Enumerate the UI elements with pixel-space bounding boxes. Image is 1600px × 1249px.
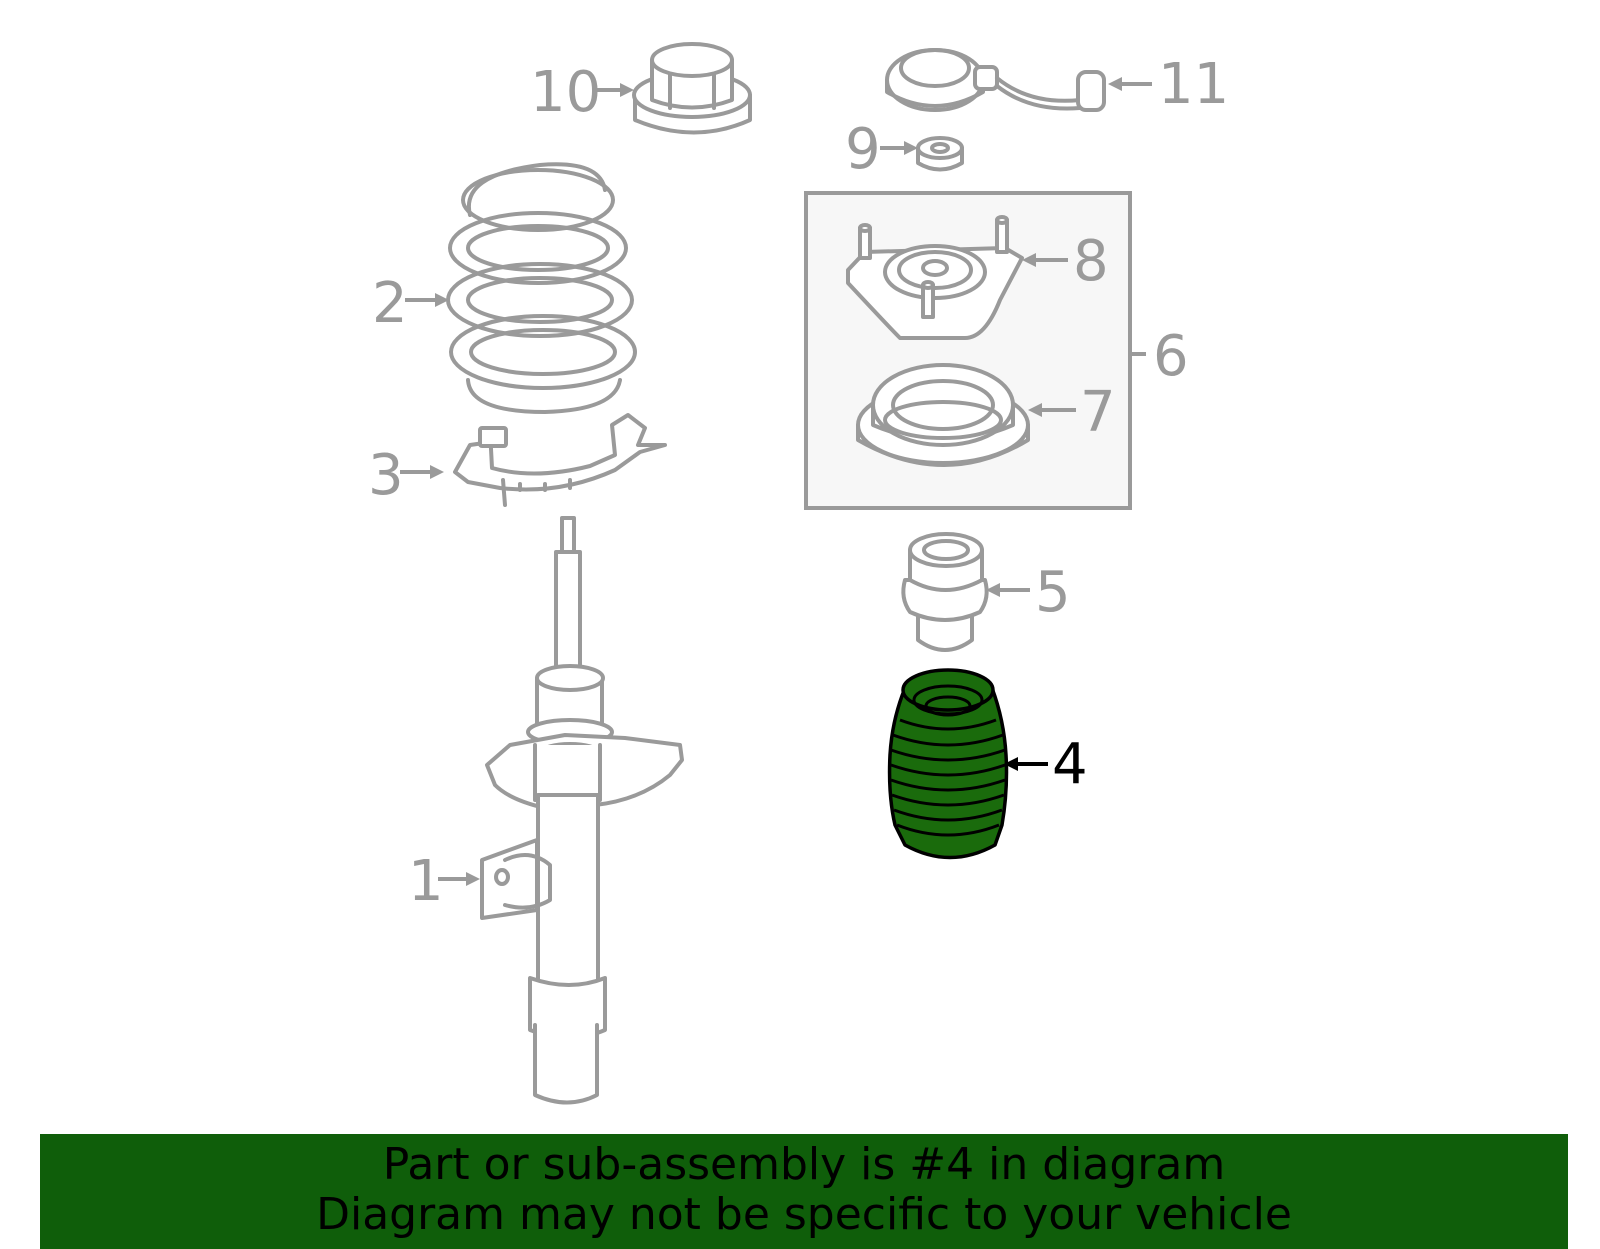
callout-3: 3 [368, 443, 404, 508]
callout-11: 11 [1158, 52, 1229, 117]
part-9-nut [916, 136, 964, 172]
part-11-sensor [885, 48, 1106, 112]
part-1-strut [480, 516, 684, 1105]
info-banner: Part or sub-assembly is #4 in diagram Di… [40, 1134, 1568, 1249]
callout-5-arrow [986, 583, 1030, 597]
callout-10: 10 [530, 60, 601, 125]
callout-3-arrow [400, 465, 444, 479]
callout-7-arrow [1028, 403, 1076, 417]
callout-9-arrow [880, 141, 918, 155]
part-2-coil-spring [446, 162, 637, 414]
part-5-bump-stop [901, 532, 989, 652]
callout-11-arrow [1108, 77, 1152, 91]
part-7-bearing [856, 363, 1030, 467]
banner-line-2: Diagram may not be specific to your vehi… [316, 1189, 1292, 1240]
callout-6: 6 [1153, 324, 1189, 389]
banner-line-1: Part or sub-assembly is #4 in diagram [382, 1139, 1226, 1190]
callout-2: 2 [372, 271, 408, 336]
callout-9: 9 [845, 117, 881, 182]
part-10-cap [632, 42, 752, 135]
part-3-spring-seat [453, 413, 667, 507]
callout-1: 1 [408, 849, 444, 914]
part-8-strut-mount [846, 215, 1024, 340]
part-4-dust-boot [887, 668, 1009, 860]
callout-7: 7 [1080, 380, 1116, 445]
callout-5: 5 [1035, 560, 1071, 625]
callout-4-arrow [1004, 757, 1048, 771]
callout-8-arrow [1022, 253, 1068, 267]
callout-2-arrow [405, 293, 449, 307]
callout-8: 8 [1073, 229, 1109, 294]
callout-1-arrow [438, 872, 480, 886]
callout-4: 4 [1052, 732, 1088, 797]
callout-10-arrow [592, 83, 634, 97]
